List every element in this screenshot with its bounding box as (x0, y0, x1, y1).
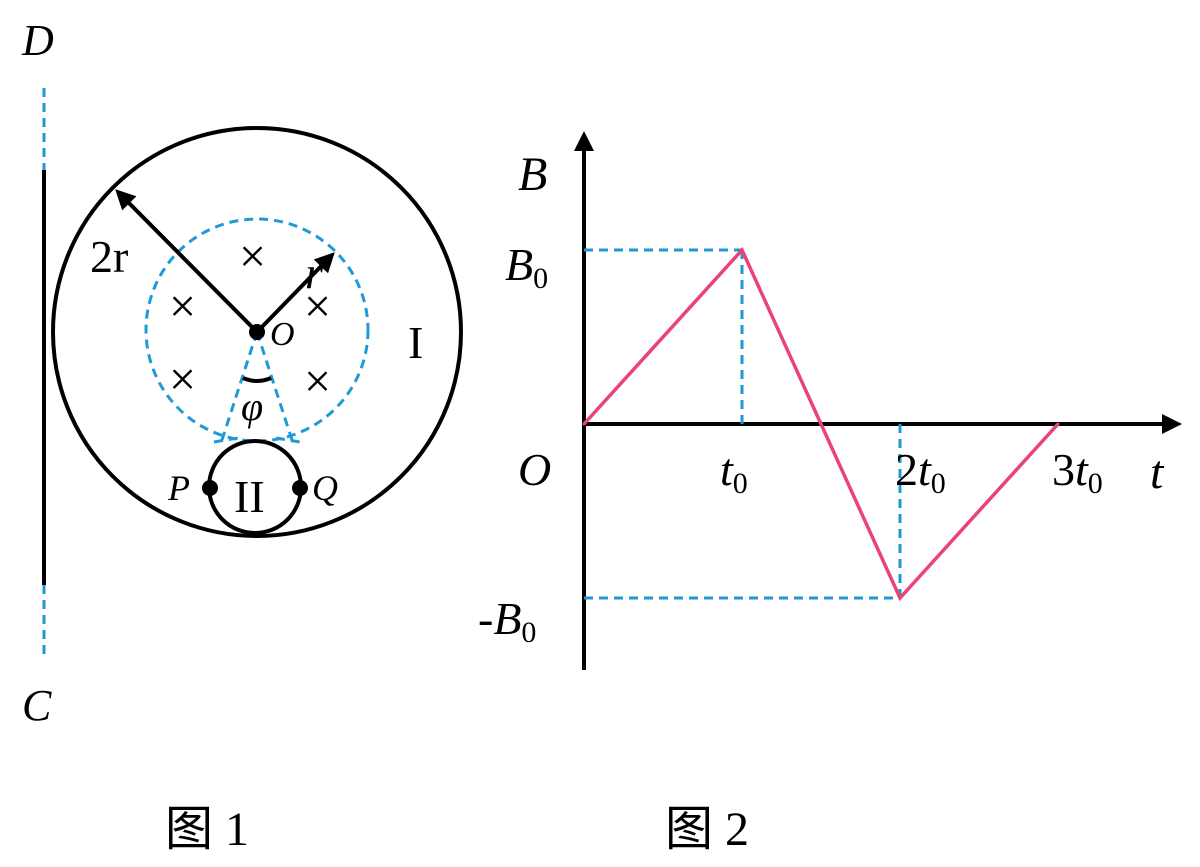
field-x-mark: × (239, 230, 266, 283)
label-region-I: I (408, 317, 423, 368)
radius-r-arrow (255, 252, 335, 334)
figure-2-chart: B t O B0 -B0 t0 2t0 3t0 图 2 (478, 131, 1182, 856)
label-Q: Q (312, 468, 338, 508)
label-O: O (270, 316, 295, 353)
x-tick-t0: t0 (720, 444, 748, 500)
x-axis-label: t (1150, 446, 1165, 499)
data-point (740, 248, 744, 252)
origin-label: O (518, 444, 551, 495)
field-x-mark: × (304, 355, 331, 408)
x-tick-3t0: 3t0 (1052, 444, 1103, 500)
y-tick-neg-B0: -B0 (478, 593, 536, 649)
caption-figure-2: 图 2 (665, 803, 749, 856)
field-x-mark: × (304, 280, 331, 333)
label-phi: φ (241, 384, 263, 429)
data-point (1056, 422, 1060, 426)
label-C: C (22, 681, 52, 730)
label-P: P (167, 468, 190, 508)
label-r: r (305, 247, 324, 298)
data-point (582, 422, 586, 426)
y-tick-B0: B0 (505, 239, 548, 295)
data-point (898, 596, 902, 600)
caption-figure-1: 图 1 (165, 803, 249, 856)
point-P (202, 480, 218, 496)
field-x-mark: × (169, 353, 196, 406)
magnetic-field-circle (144, 217, 370, 443)
center-point-O (249, 324, 265, 340)
radius-2r-arrow (115, 189, 259, 334)
field-x-mark: × (169, 280, 196, 333)
field-marks: × × × × × (169, 230, 331, 408)
outer-circle-region-I (51, 126, 463, 538)
label-region-II: II (234, 471, 265, 522)
angle-arc (242, 376, 272, 383)
label-2r: 2r (90, 231, 128, 282)
y-axis-label: B (518, 148, 547, 201)
series-line-B (582, 246, 1060, 602)
point-Q (292, 480, 308, 496)
x-tick-2t0: 2t0 (895, 444, 946, 500)
label-D: D (21, 16, 54, 65)
figure-1: D C 2r r O φ P Q I II × × × × × 图 1 (21, 16, 463, 856)
